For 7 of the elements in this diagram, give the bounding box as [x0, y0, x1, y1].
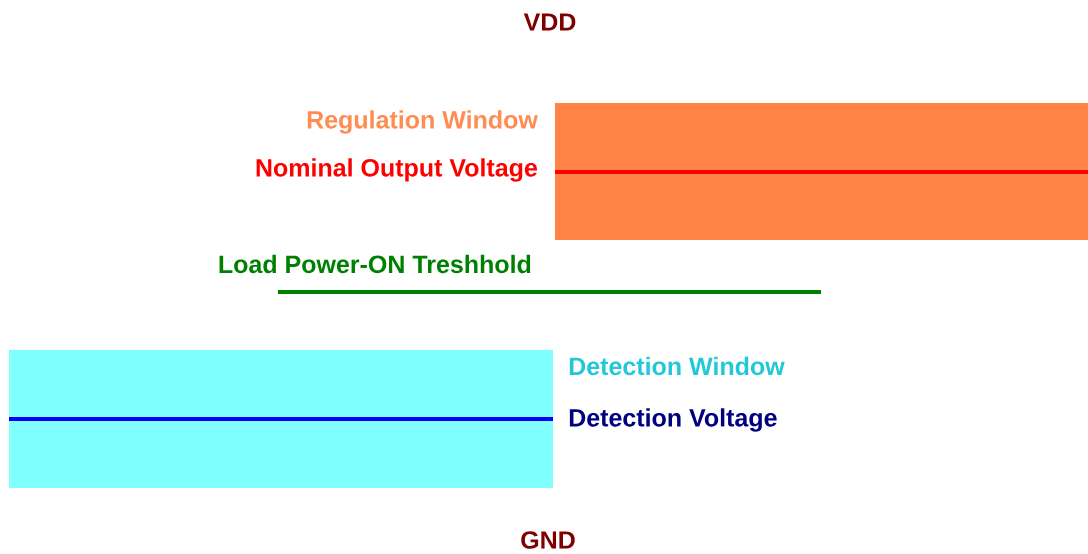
level-label: VDD — [523, 13, 576, 31]
level-label: Detection Window — [569, 356, 785, 376]
level-label: Nominal Output Voltage — [256, 158, 537, 182]
level-label: Load Power-ON Treshhold — [219, 254, 531, 274]
level-label: GND — [521, 531, 575, 549]
level-label: Regulation Window — [307, 110, 538, 134]
level-label: Detection Voltage — [569, 408, 777, 432]
